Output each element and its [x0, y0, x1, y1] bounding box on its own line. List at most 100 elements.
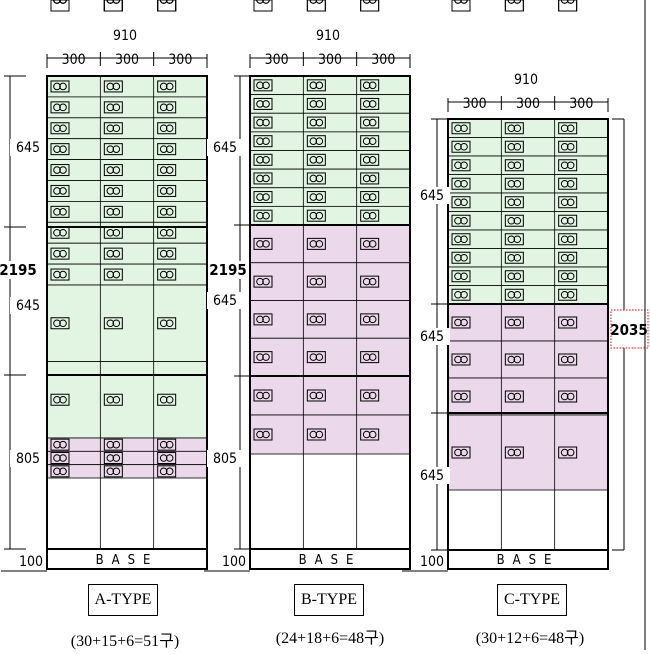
- handle-loop-icon: [112, 82, 121, 91]
- drawer-handle-icon: [306, 0, 326, 12]
- drawer-row-a-1: [46, 96, 208, 119]
- drawer-handle-icon: [157, 101, 177, 114]
- handle-loop-icon: [262, 315, 270, 324]
- handle-loop-icon: [53, 270, 61, 279]
- drawer-handle-icon: [50, 80, 70, 93]
- handle-loop-icon: [262, 137, 270, 145]
- handle-loop-icon: [59, 103, 67, 112]
- handle-frame-icon: [253, 351, 273, 364]
- drawer-handle-icon: [253, 97, 273, 110]
- handle-frame-icon: [558, 316, 578, 329]
- drawer-handle-icon: [253, 275, 273, 288]
- handle-loop-icon: [262, 174, 270, 183]
- handle-loop-icon: [566, 355, 575, 364]
- handle-loop-icon: [513, 355, 522, 364]
- drawer-row-c-10: [447, 303, 609, 342]
- section-height-label-c-1: 645: [420, 329, 444, 345]
- handle-loop-icon: [159, 395, 168, 404]
- handle-loop-icon: [309, 137, 318, 145]
- section-label-mask-b-0: [207, 139, 243, 156]
- handle-frame-icon: [157, 0, 177, 12]
- handle-loop-icon: [368, 81, 377, 90]
- handle-loop-icon: [59, 0, 67, 4]
- handle-loop-icon: [507, 161, 516, 170]
- handle-frame-icon: [504, 446, 524, 459]
- handle-frame-icon: [157, 164, 177, 177]
- drawer-handle-icon: [451, 233, 471, 246]
- handle-frame-icon: [50, 184, 70, 197]
- handle-loop-icon: [566, 235, 575, 244]
- handle-loop-icon: [53, 395, 61, 404]
- drawer-handle-icon: [558, 177, 578, 190]
- type-label-a: A-TYPE: [88, 584, 158, 616]
- handle-loop-icon: [315, 240, 324, 248]
- drawer-row-c-8: [447, 266, 609, 286]
- handle-frame-icon: [558, 270, 578, 283]
- handle-loop-icon: [368, 193, 377, 201]
- handle-loop-icon: [454, 448, 462, 457]
- section-height-label-b-0: 645: [213, 140, 237, 156]
- drawer-handle-icon: [558, 390, 578, 403]
- handle-loop-icon: [368, 277, 377, 286]
- handle-loop-icon: [262, 156, 270, 164]
- drawer-handle-icon: [103, 122, 123, 135]
- handle-loop-icon: [513, 272, 522, 281]
- drawer-row-a-12: [46, 437, 208, 452]
- drawer-handle-icon: [253, 389, 273, 402]
- drawer-row-a-13: [46, 450, 208, 466]
- column-label-b-0: 300: [265, 52, 289, 68]
- handle-loop-icon: [159, 440, 168, 449]
- section-height-label-a-2: 805: [16, 451, 40, 467]
- handle-frame-icon: [451, 270, 471, 283]
- drawer-row-c-3: [447, 174, 609, 194]
- handle-loop-icon: [59, 249, 67, 258]
- handle-loop-icon: [165, 187, 174, 195]
- handle-loop-icon: [159, 454, 168, 462]
- drawer-handle-icon: [360, 275, 380, 288]
- drawer-handle-icon: [451, 288, 471, 301]
- drawer-handle-icon: [360, 389, 380, 402]
- handle-loop-icon: [159, 319, 168, 328]
- base-height-label-a: 100: [19, 554, 43, 570]
- drawer-row-b-8: [249, 224, 411, 264]
- handle-loop-icon: [507, 318, 516, 327]
- handle-loop-icon: [53, 187, 61, 195]
- handle-frame-icon: [360, 135, 380, 148]
- drawer-handle-icon: [360, 0, 380, 12]
- drawer-handle-icon: [253, 428, 273, 441]
- handle-frame-icon: [253, 275, 273, 288]
- drawer-handle-icon: [451, 122, 471, 135]
- section-height-label-a-0: 645: [16, 140, 40, 156]
- handle-loop-icon: [460, 235, 468, 244]
- handle-frame-icon: [50, 452, 70, 464]
- handle-loop-icon: [309, 100, 318, 108]
- handle-frame-icon: [103, 268, 123, 281]
- handle-frame-icon: [253, 116, 273, 129]
- handle-loop-icon: [309, 240, 318, 248]
- drawer-row-c-4: [447, 192, 609, 212]
- handle-loop-icon: [362, 100, 371, 108]
- handle-loop-icon: [309, 353, 318, 361]
- drawer-row-c-2: [447, 155, 609, 175]
- handle-frame-icon: [504, 270, 524, 283]
- drawer-handle-icon: [157, 317, 177, 330]
- handle-frame-icon: [558, 214, 578, 227]
- handle-loop-icon: [560, 124, 569, 133]
- handle-frame-icon: [360, 79, 380, 92]
- handle-loop-icon: [112, 395, 121, 404]
- section-height-label-c-0: 645: [420, 188, 444, 204]
- drawer-row-a-8: [46, 242, 208, 265]
- handle-frame-icon: [558, 390, 578, 403]
- handle-loop-icon: [106, 319, 115, 328]
- handle-frame-icon: [504, 122, 524, 135]
- handle-loop-icon: [560, 0, 569, 4]
- handle-frame-icon: [504, 196, 524, 209]
- handle-loop-icon: [454, 318, 462, 327]
- handle-frame-icon: [50, 438, 70, 451]
- handle-loop-icon: [460, 392, 468, 401]
- handle-loop-icon: [106, 0, 115, 4]
- handle-frame-icon: [253, 0, 273, 12]
- drawer-handle-icon: [253, 135, 273, 148]
- handle-frame-icon: [451, 122, 471, 135]
